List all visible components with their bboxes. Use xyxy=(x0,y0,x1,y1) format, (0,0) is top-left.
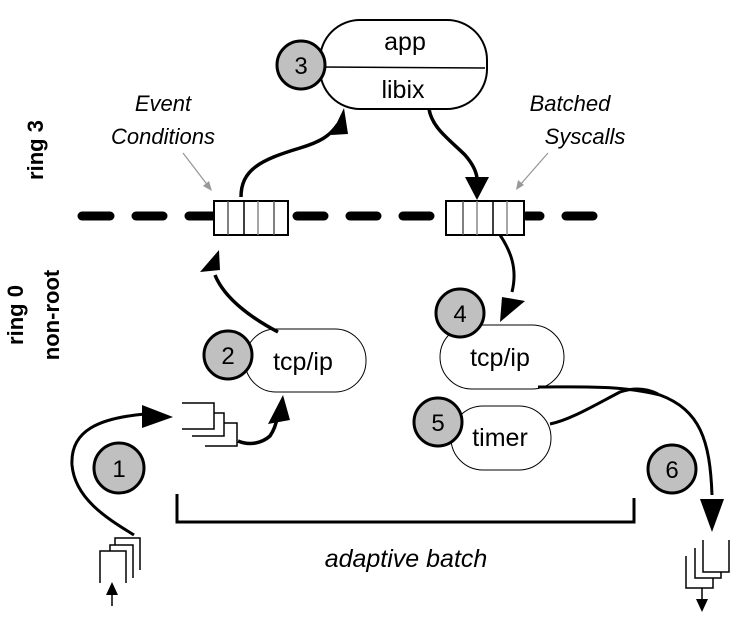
timer-label: timer xyxy=(472,424,528,452)
step-5-badge: 5 xyxy=(412,396,464,448)
arrowhead-to-rx-ring xyxy=(142,405,173,428)
arrowhead-to-event-queue xyxy=(200,250,220,272)
event-conditions-pointer xyxy=(182,152,212,191)
step-5-number: 5 xyxy=(431,410,444,437)
step-3-badge: 3 xyxy=(275,39,327,91)
step-6-number: 6 xyxy=(665,457,678,484)
arrowhead-to-tcpip-rx xyxy=(268,395,290,424)
tcpip-tx-label: tcp/ip xyxy=(470,344,530,372)
ring3-label: ring 3 xyxy=(23,120,48,180)
adaptive-batch-bracket xyxy=(175,494,636,524)
adaptive-batch-label: adaptive batch xyxy=(325,545,488,573)
flow-arrow-packets-to-tcpip-rx xyxy=(237,417,279,446)
arrowhead-to-tcpip-tx xyxy=(500,297,525,322)
flow-arrow-tcpip-rx-to-queue xyxy=(213,274,279,334)
arrowhead-to-tx-ring xyxy=(700,499,724,532)
outgoing-arrow-icon xyxy=(696,588,708,612)
tcpip-tx-box xyxy=(439,324,565,390)
step-2-number: 2 xyxy=(221,343,234,370)
event-conditions-label-line2: Conditions xyxy=(111,124,215,149)
outgoing-packets-icon xyxy=(685,540,730,589)
tcpip-rx-label: tcp/ip xyxy=(273,348,333,376)
step-4-number: 4 xyxy=(453,301,466,328)
non-root-label: non-root xyxy=(39,269,64,360)
event-conditions-queue xyxy=(213,200,289,236)
app-label: app xyxy=(384,28,426,56)
step-2-badge: 2 xyxy=(202,329,254,381)
step-6-badge: 6 xyxy=(646,443,698,495)
batched-syscalls-pointer xyxy=(516,152,549,190)
batched-syscalls-label-line1: Batched xyxy=(530,91,611,116)
flow-arrow-tcpip-tx-to-nic xyxy=(537,385,714,496)
libix-label: libix xyxy=(381,76,425,104)
arrowhead-to-syscall-queue xyxy=(465,177,489,200)
step-1-number: 1 xyxy=(112,456,125,483)
incoming-arrow-icon xyxy=(106,582,118,606)
incoming-packets-icon xyxy=(99,537,141,583)
event-conditions-label-line1: Event xyxy=(135,91,192,116)
flow-arrow-libix-to-queue xyxy=(427,108,479,179)
flow-arrow-nic-to-rx-ring xyxy=(70,412,146,537)
flow-arrow-queue-to-tcpip-tx xyxy=(498,234,516,293)
arrowhead-to-app xyxy=(331,108,348,135)
step-4-badge: 4 xyxy=(434,287,486,339)
rx-ring-packets-icon xyxy=(182,402,238,447)
batched-syscalls-label-line2: Syscalls xyxy=(545,124,626,149)
flow-arrow-timer-to-nic xyxy=(549,387,659,426)
flow-arrow-queue-to-app xyxy=(239,122,340,198)
step-3-number: 3 xyxy=(294,53,307,80)
ring0-label: ring 0 xyxy=(3,285,28,345)
batched-syscalls-queue xyxy=(445,200,525,236)
step-1-badge: 1 xyxy=(92,441,146,495)
